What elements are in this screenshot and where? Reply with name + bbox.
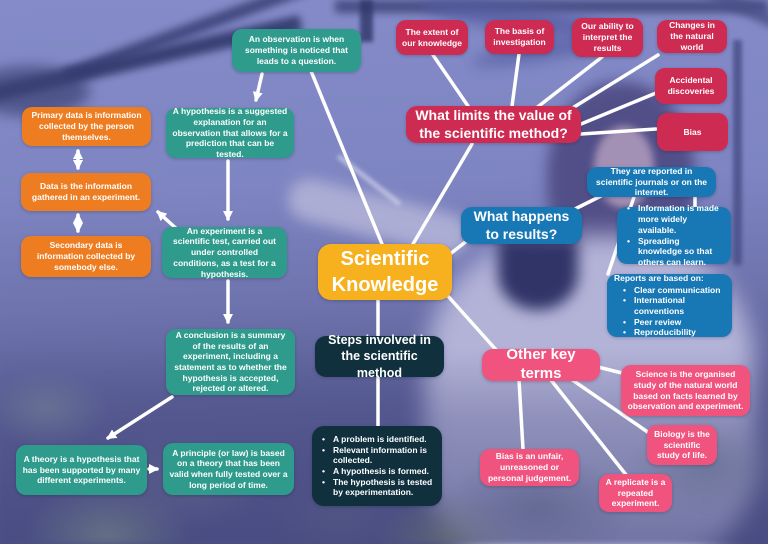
node-observation: An observation is when something is noti…: [232, 29, 361, 72]
report-item: Peer review: [620, 317, 725, 328]
step-item: The hypothesis is tested by experimentat…: [319, 477, 435, 498]
connector-center-results: [448, 238, 470, 256]
person-sweater: [498, 238, 578, 310]
node-data: Data is the information gathered in an e…: [21, 173, 151, 211]
connector-limits-center: [411, 142, 474, 246]
node-theory: A theory is a hypothesis that has been s…: [16, 445, 147, 495]
node-experiment: An experiment is a scientific test, carr…: [162, 226, 287, 279]
connector-limits-extent: [431, 53, 470, 108]
node-what-limits-heading: What limits the value of the scientific …: [406, 106, 581, 143]
step-item: A hypothesis is formed.: [319, 466, 435, 477]
step-item: Relevant information is collected.: [319, 445, 435, 466]
connector-otherterms-science: [596, 365, 624, 375]
node-basis-of-investigation: The basis of investigation: [485, 20, 554, 54]
node-central-topic: Scientific Knowledge: [318, 244, 452, 300]
info-item: Spreading knowledge so that others can l…: [624, 236, 724, 268]
info-item: Information is made more widely availabl…: [624, 203, 724, 235]
connector-center-otherterms: [445, 293, 500, 354]
node-hypothesis: A hypothesis is a suggested explanation …: [166, 106, 294, 159]
connector-limits-changes: [564, 53, 660, 114]
node-principle: A principle (or law) is based on a theor…: [163, 443, 294, 495]
node-steps-list: A problem is identified. Relevant inform…: [312, 426, 442, 506]
node-replicate-definition: A replicate is a repeated experiment.: [599, 474, 672, 512]
connector-limits-bias: [579, 127, 658, 136]
node-changes-natural-world: Changes in the natural world: [657, 20, 727, 53]
node-other-key-terms-heading: Other key terms: [482, 346, 600, 382]
report-item: International conventions: [620, 295, 725, 316]
node-reports-list: Reports are based on: Clear communicatio…: [607, 272, 732, 338]
node-accidental-discoveries: Accidental discoveries: [655, 68, 727, 104]
connector-observation-center: [309, 69, 384, 246]
reports-title: Reports are based on:: [614, 272, 704, 283]
node-extent-of-knowledge: The extent of our knowledge: [396, 20, 468, 55]
node-ability-to-interpret: Our ability to interpret the results: [572, 18, 643, 57]
node-biology-definition: Biology is the scientific study of life.: [647, 425, 717, 465]
node-what-happens-heading: What happens to results?: [461, 207, 582, 244]
connector-limits-accidental: [579, 91, 658, 126]
connector-limits-ability: [533, 55, 604, 111]
connector-conclusion-theory: [106, 395, 174, 440]
node-journals: They are reported in scientific journals…: [587, 166, 716, 197]
node-secondary-data: Secondary data is information collected …: [21, 236, 151, 277]
connector-results-journals: [573, 194, 603, 211]
connector-observation-hypothesis: [252, 72, 264, 102]
background-pole-right: [733, 40, 742, 265]
node-info-list: Information is made more widely availabl…: [617, 203, 731, 267]
background-pole-left: [360, 0, 373, 42]
node-bias-definition: Bias is an unfair, unreasoned or persona…: [480, 449, 579, 486]
report-item: Clear communication: [620, 285, 725, 296]
node-science-definition: Science is the organised study of the na…: [621, 365, 750, 416]
node-bias-limit: Bias: [657, 113, 728, 151]
report-item: Reproducibility: [620, 327, 725, 338]
node-conclusion: A conclusion is a summary of the results…: [166, 329, 295, 395]
connector-otherterms-bias: [517, 378, 525, 451]
node-steps-heading: Steps involved in the scientific method: [315, 333, 444, 380]
connector-otherterms-replicate: [549, 378, 629, 478]
node-primary-data: Primary data is information collected by…: [22, 107, 151, 146]
connector-otherterms-biology: [569, 377, 651, 435]
connector-limits-basis: [510, 52, 521, 108]
step-item: A problem is identified.: [319, 434, 435, 445]
